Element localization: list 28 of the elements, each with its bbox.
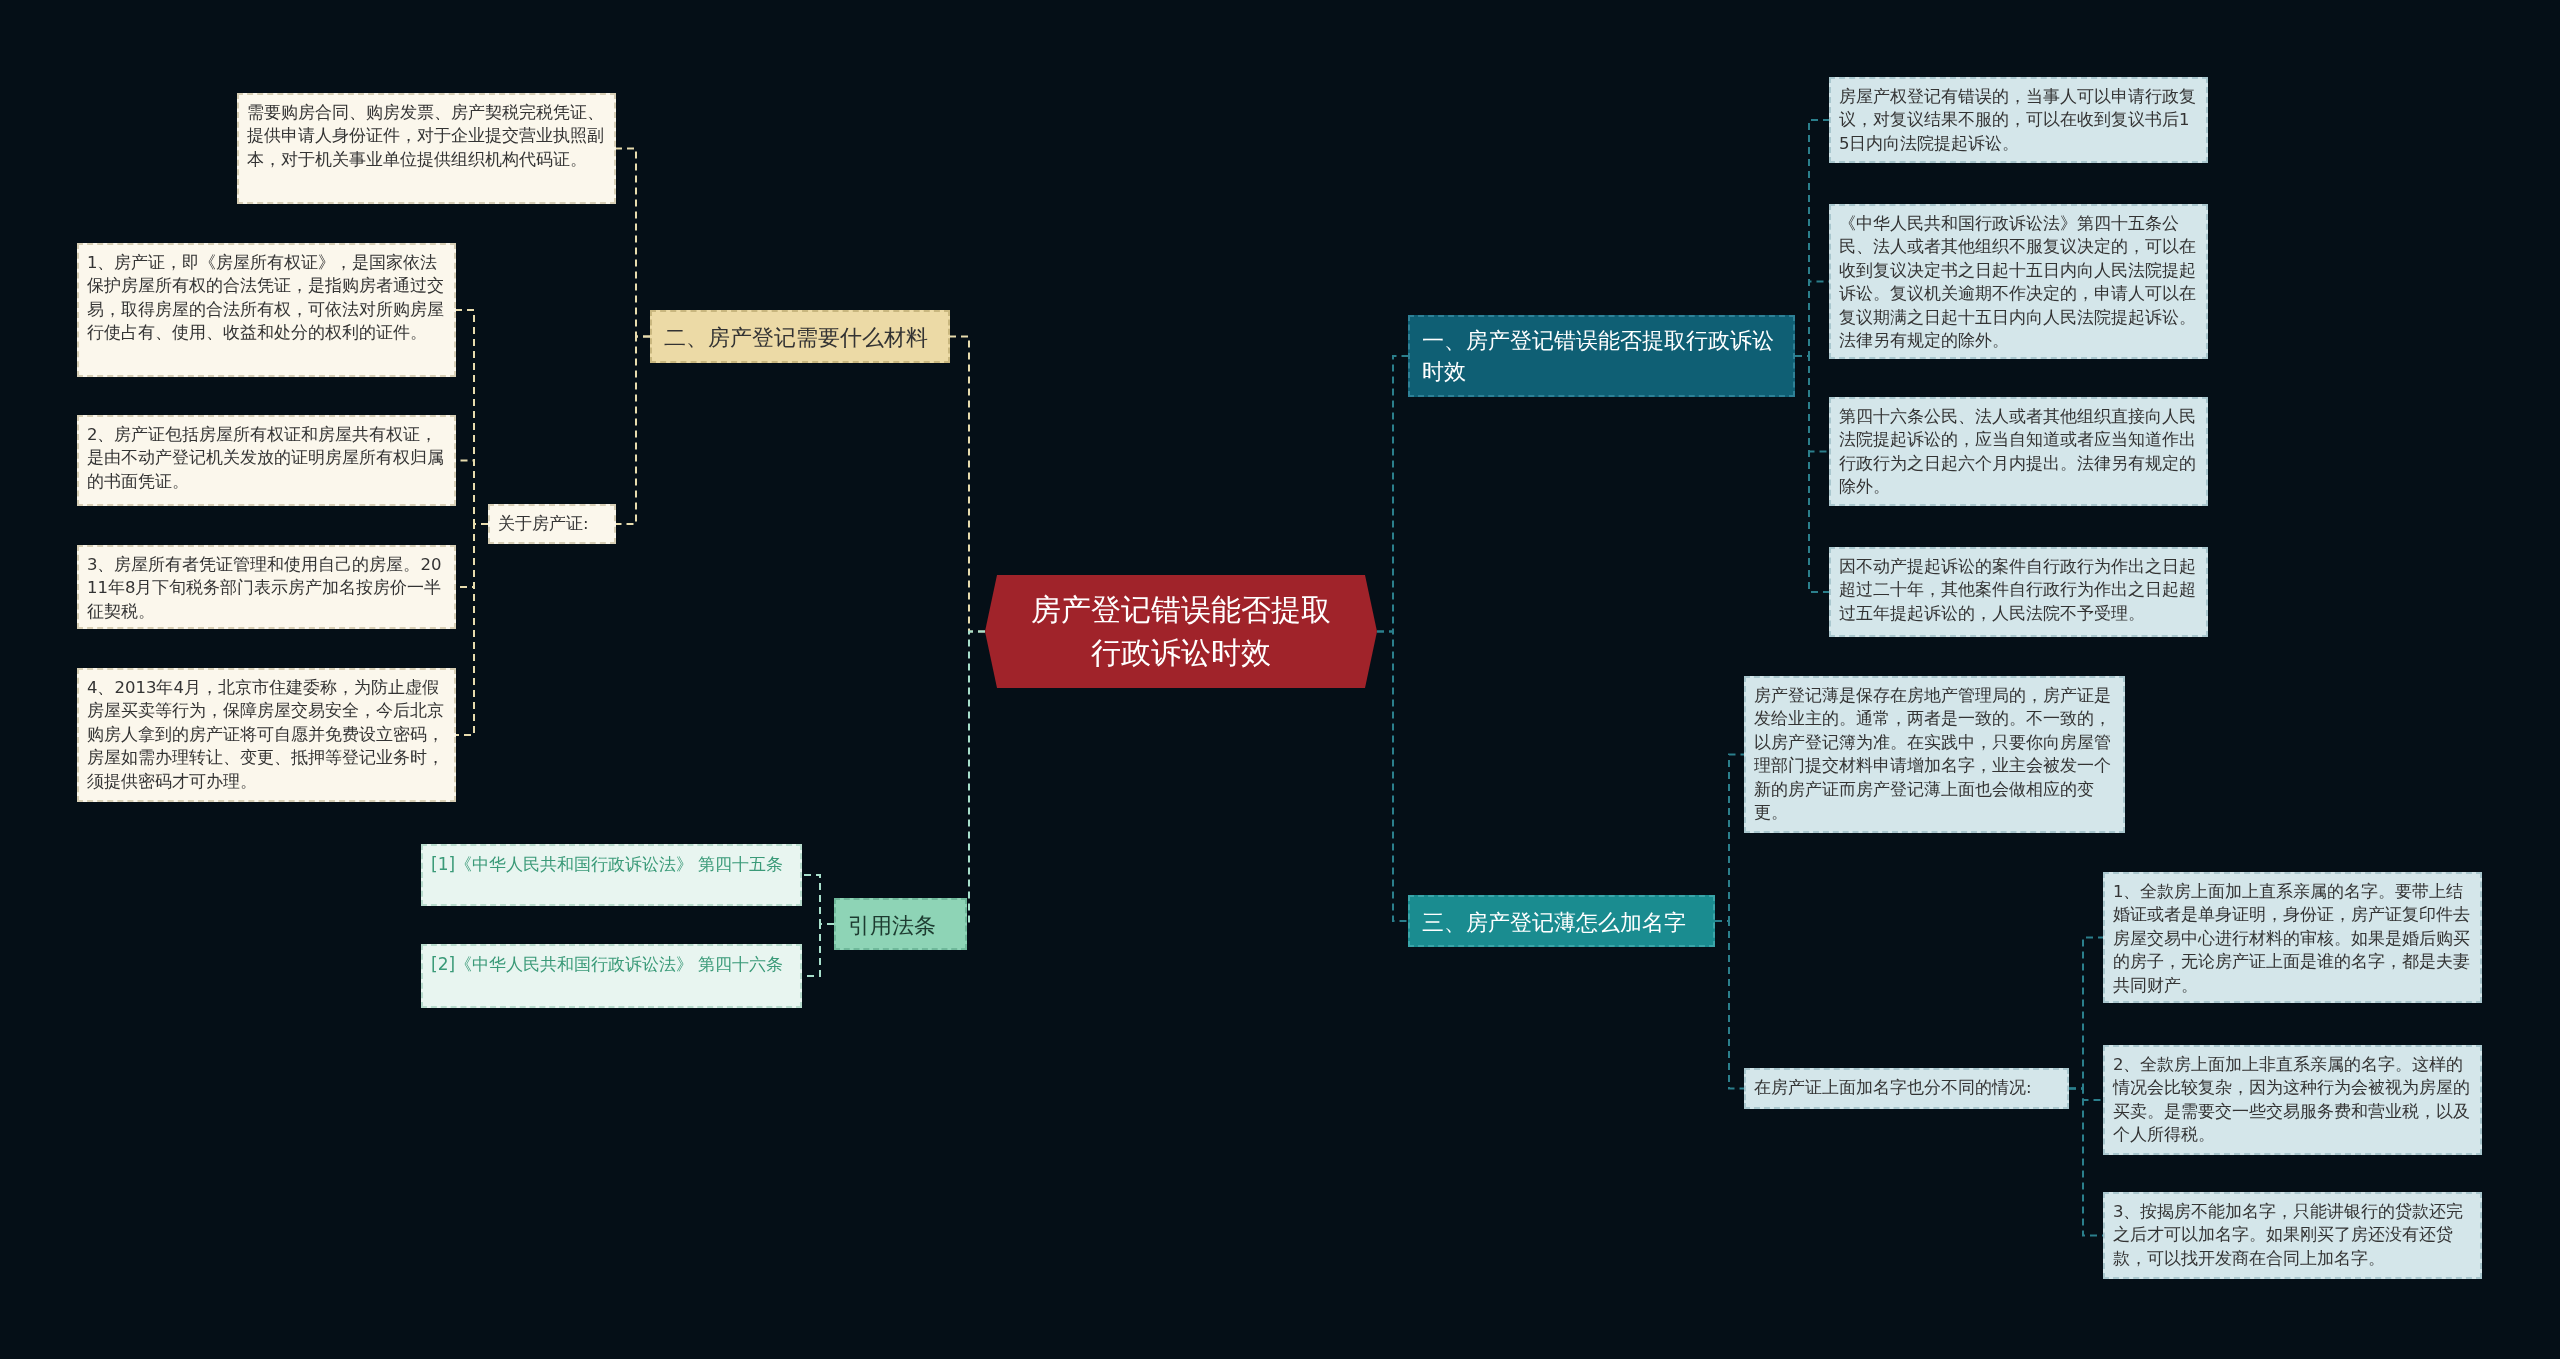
note-box: 4、2013年4月，北京市住建委称，为防止虚假房屋买卖等行为，保障房屋交易安全，今后北京购房人拿到的房产证将可自愿并免费设立密码，房屋如需办理转让、变更、抵押等登记业务时，须提供密码才可办理。 (77, 668, 456, 802)
note-box: 2、房产证包括房屋所有权证和房屋共有权证，是由不动产登记机关发放的证明房屋所有权归属的书面凭证。 (77, 415, 456, 506)
connector-line (1714, 920, 1745, 1090)
topic-box: 三、房产登记薄怎么加名字 (1408, 895, 1715, 947)
topic-box: 二、房产登记需要什么材料 (650, 310, 950, 363)
topic-box: 一、房产登记错误能否提取行政诉讼时效 (1408, 315, 1795, 397)
note-box: 关于房产证: (488, 504, 616, 544)
note-box: 第四十六条公民、法人或者其他组织直接向人民法院提起诉讼的，应当自知道或者应当知道作出行政行为之日起六个月内提出。法律另有规定的除外。 (1829, 397, 2208, 506)
reference-box: [2]《中华人民共和国行政诉讼法》 第四十六条 (421, 944, 802, 1008)
topic-box: 引用法条 (834, 898, 967, 950)
connector-line (455, 523, 489, 736)
note-box: 3、房屋所有者凭证管理和使用自己的房屋。2011年8月下旬税务部门表示房产加名按房价一半征契税。 (77, 545, 456, 629)
note-box: 需要购房合同、购房发票、房产契税完税凭证、提供申请人身份证件，对于企业提交营业执照副本，对于机关事业单位提供组织机构代码证。 (237, 93, 616, 204)
note-box: 2、全款房上面加上非直系亲属的名字。这样的情况会比较复杂，因为这种行为会被视为房屋的买卖。是需要交一些交易服务费和营业税，以及个人所得税。 (2103, 1045, 2482, 1155)
note-box: 3、按揭房不能加名字，只能讲银行的贷款还完之后才可以加名字。如果刚买了房还没有还贷款，可以找开发商在合同上加名字。 (2103, 1192, 2482, 1279)
note-box: 《中华人民共和国行政诉讼法》第四十五条公民、法人或者其他组织不服复议决定的，可以在收到复议决定书之日起十五日内向人民法院提起诉讼。复议机关逾期不作决定的，申请人可以在复议期满之日起十五日内向人民法院提起诉讼。法律另有规定的除外。 (1829, 204, 2208, 359)
note-box: 在房产证上面加名字也分不同的情况: (1744, 1068, 2069, 1109)
central-topic-box: 房产登记错误能否提取行政诉讼时效 (985, 575, 1377, 688)
note-box: 房屋产权登记有错误的，当事人可以申请行政复议，对复议结果不服的，可以在收到复议书后15日内向法院提起诉讼。 (1829, 77, 2208, 163)
note-box: 房产登记薄是保存在房地产管理局的，房产证是发给业主的。通常，两者是一致的。不一致的，以房产登记簿为准。在实践中，只要你向房屋管理部门提交材料申请增加名字，业主会被发一个新的房产证而房产登记薄上面也会做相应的变更。 (1744, 676, 2125, 833)
note-box: 1、房产证，即《房屋所有权证》，是国家依法保护房屋所有权的合法凭证，是指购房者通过交易，取得房屋的合法所有权，可依法对所购房屋行使占有、使用、收益和处分的权利的证件。 (77, 243, 456, 377)
connector-line (615, 335, 651, 525)
connector-line (1794, 355, 1830, 593)
connector-line (966, 630, 986, 925)
note-box: 1、全款房上面加上直系亲属的名字。要带上结婚证或者是单身证明，身份证，房产证复印件去房屋交易中心进行材料的审核。如果是婚后购买的房子，无论房产证上面是谁的名字，都是夫妻共同财产。 (2103, 872, 2482, 1003)
note-box: 因不动产提起诉讼的案件自行政行为作出之日起超过二十年，其他案件自行政行为作出之日起超过五年提起诉讼的，人民法院不予受理。 (1829, 547, 2208, 637)
connector-line (1376, 630, 1409, 922)
reference-box: [1]《中华人民共和国行政诉讼法》 第四十五条 (421, 844, 802, 906)
